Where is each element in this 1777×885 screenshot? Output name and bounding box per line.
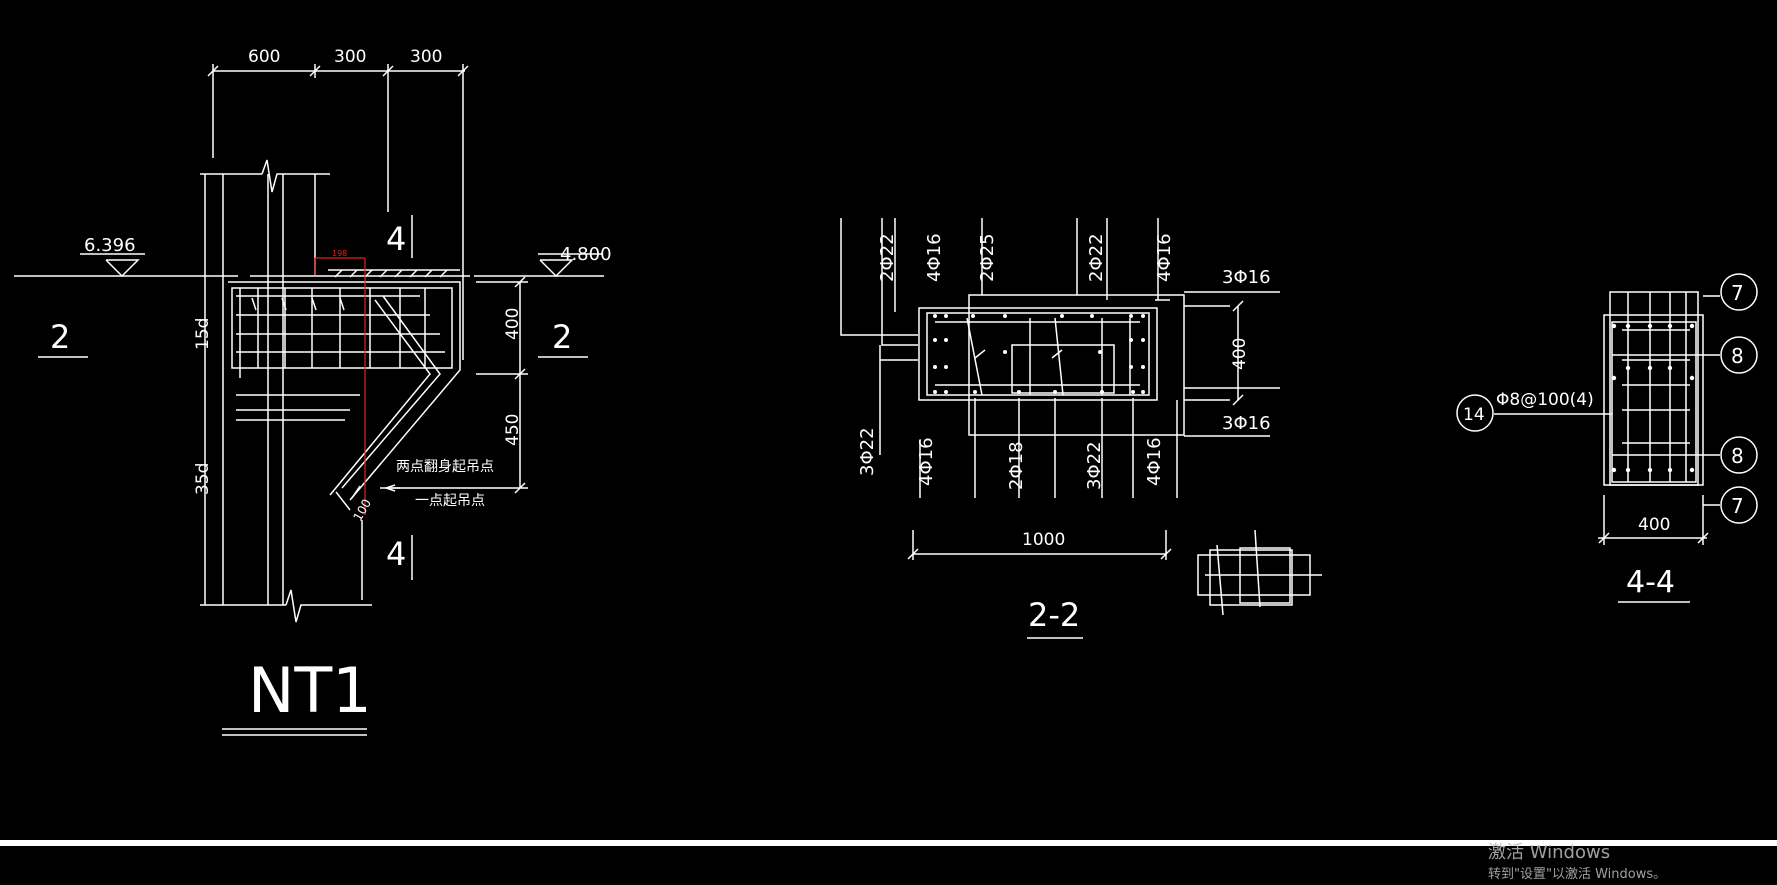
red-dimension (314, 257, 366, 515)
nt1-elev-right: 4.800 (560, 244, 612, 265)
nt1-elev-left: 6.396 (84, 235, 136, 256)
sec44-bubble-8-bottom: 8 (1731, 444, 1744, 468)
section-4-4 (1456, 273, 1758, 603)
nt1-red-dim: 198 (332, 249, 347, 258)
sec22-bottom-label-4: 3Φ22 (1084, 441, 1105, 490)
sec22-dim-400: 400 (1230, 338, 1250, 370)
sec22-right-bottom: 3Φ16 (1222, 413, 1271, 434)
sec44-stirrup-label: Φ8@100(4) (1496, 390, 1594, 410)
nt1-dim-450: 450 (503, 414, 523, 446)
sec22-top-label-1: 2Φ22 (877, 233, 898, 282)
sec22-bottom-label-1: 3Φ22 (857, 427, 878, 476)
bottom-boundary-line (0, 840, 1777, 846)
windows-activation-hint[interactable]: 转到"设置"以激活 Windows。 (1488, 867, 1667, 882)
sec22-top-label-2: 4Φ16 (924, 233, 945, 282)
sec22-right-top: 3Φ16 (1222, 267, 1271, 288)
sec22-dim-1000: 1000 (1022, 530, 1065, 550)
nt1-section-4-top: 4 (386, 220, 406, 258)
nt1-section-2-left: 2 (50, 318, 70, 356)
nt1-dim-300-a: 300 (334, 47, 366, 67)
nt1-dim-100: 100 (350, 497, 374, 524)
section-2-2-text: 2Φ22 4Φ16 2Φ25 2Φ22 4Φ16 3Φ16 3Φ16 400 3… (857, 233, 1271, 634)
sec22-top-label-3: 2Φ25 (977, 233, 998, 282)
sec44-bubble-8-top: 8 (1731, 344, 1744, 368)
sec44-bubble-7-bottom: 7 (1731, 494, 1744, 518)
sec44-dim-400: 400 (1638, 515, 1670, 535)
nt1-note-two-point: 两点翻身起吊点 (396, 459, 494, 475)
sec22-bottom-label-3: 2Φ18 (1006, 441, 1027, 490)
sec44-bubble-7-top: 7 (1731, 281, 1744, 305)
nt1-text: 600 300 300 6.396 4.800 2 2 4 4 400 450 … (50, 47, 612, 727)
sec44-bubble-14: 14 (1463, 405, 1485, 425)
nt1-note-one-point: 一点起吊点 (415, 493, 485, 509)
nt1-section-2-right: 2 (552, 318, 572, 356)
section-4-4-text: 7 8 8 7 14 Φ8@100(4) 400 4-4 (1463, 281, 1744, 600)
nt1-dim-600: 600 (248, 47, 280, 67)
sec22-top-label-5: 4Φ16 (1154, 233, 1175, 282)
nt1-label-35d: 35d (193, 463, 213, 495)
nt1-detail (14, 64, 604, 736)
nt1-dim-400: 400 (503, 308, 523, 340)
nt1-label-15d: 15d (193, 318, 213, 350)
sec22-bottom-label-5: 4Φ16 (1144, 437, 1165, 486)
windows-activation-title: 激活 Windows (1488, 842, 1611, 863)
nt1-title: NT1 (248, 654, 372, 727)
section-2-2 (840, 218, 1322, 639)
sec22-top-label-4: 2Φ22 (1086, 233, 1107, 282)
section-4-4-rebar-dots (1611, 323, 1695, 473)
nt1-section-4-bottom: 4 (386, 535, 406, 573)
section-2-2-rebar-dots (933, 314, 1145, 394)
nt1-dim-300-b: 300 (410, 47, 442, 67)
sec22-title: 2-2 (1028, 596, 1080, 634)
sec22-bottom-label-2: 4Φ16 (916, 437, 937, 486)
sec44-title: 4-4 (1626, 565, 1675, 600)
